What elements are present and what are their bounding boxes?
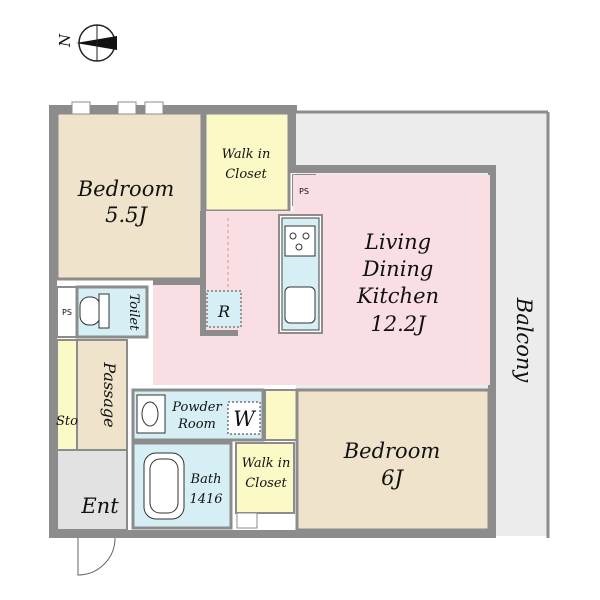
entrance: [56, 449, 128, 531]
walk-in-closet-south-label-2: Closet: [245, 476, 287, 491]
balcony-label: Balcony: [512, 297, 536, 384]
walk-in-closet-north-label-2: Closet: [225, 167, 267, 182]
walls: [49, 105, 496, 538]
bedroom-se-label: Bedroom: [343, 439, 441, 463]
bedroom-nw: [55, 111, 204, 281]
bathtub-icon: [143, 452, 185, 520]
ldk-label-2: Dining: [362, 257, 434, 281]
powder-room-label-2: Room: [177, 417, 216, 432]
bedroom-nw-label: Bedroom: [77, 177, 175, 201]
washer-space: [227, 401, 261, 435]
wash-basin-icon: [136, 394, 166, 434]
kitchen-sink-icon: [284, 286, 316, 324]
storage-label: Sto: [56, 414, 78, 429]
refrigerator-space: [206, 290, 242, 328]
ldk-size: 12.2J: [370, 312, 427, 336]
bath-label: Bath: [190, 472, 222, 487]
kitchen-counter: [278, 214, 323, 334]
toilet-label: Toilet: [126, 294, 141, 331]
passage-label: Passage: [100, 361, 119, 427]
walk-in-closet-south: [235, 442, 295, 514]
walk-in-closet-north: [203, 111, 291, 213]
walk-in-closet-south-label-1: Walk in: [242, 456, 291, 471]
ldk-label-1: Living: [364, 230, 431, 254]
entrance-door-swing: [77, 537, 116, 576]
compass-label: N: [56, 33, 74, 48]
walk-in-closet-north-label-1: Walk in: [222, 147, 271, 162]
compass: N: [56, 24, 117, 62]
washer-label: W: [233, 407, 257, 431]
ldk-label-3: Kitchen: [356, 284, 439, 308]
pipe-space-top-label: PS: [299, 187, 309, 196]
bedroom-nw-size: 5.5J: [105, 203, 148, 227]
entrance-label: Ent: [80, 494, 119, 518]
bath-size: 1416: [189, 492, 222, 507]
pipe-space-left-label: PS: [62, 308, 72, 317]
closet-small: [264, 389, 298, 441]
bedroom-se: [295, 388, 491, 532]
toilet-icon: [79, 296, 101, 326]
stove-icon: [284, 225, 316, 257]
refrigerator-label: R: [217, 302, 230, 321]
powder-room-label-1: Powder: [171, 400, 222, 415]
bedroom-se-size: 6J: [381, 466, 404, 490]
